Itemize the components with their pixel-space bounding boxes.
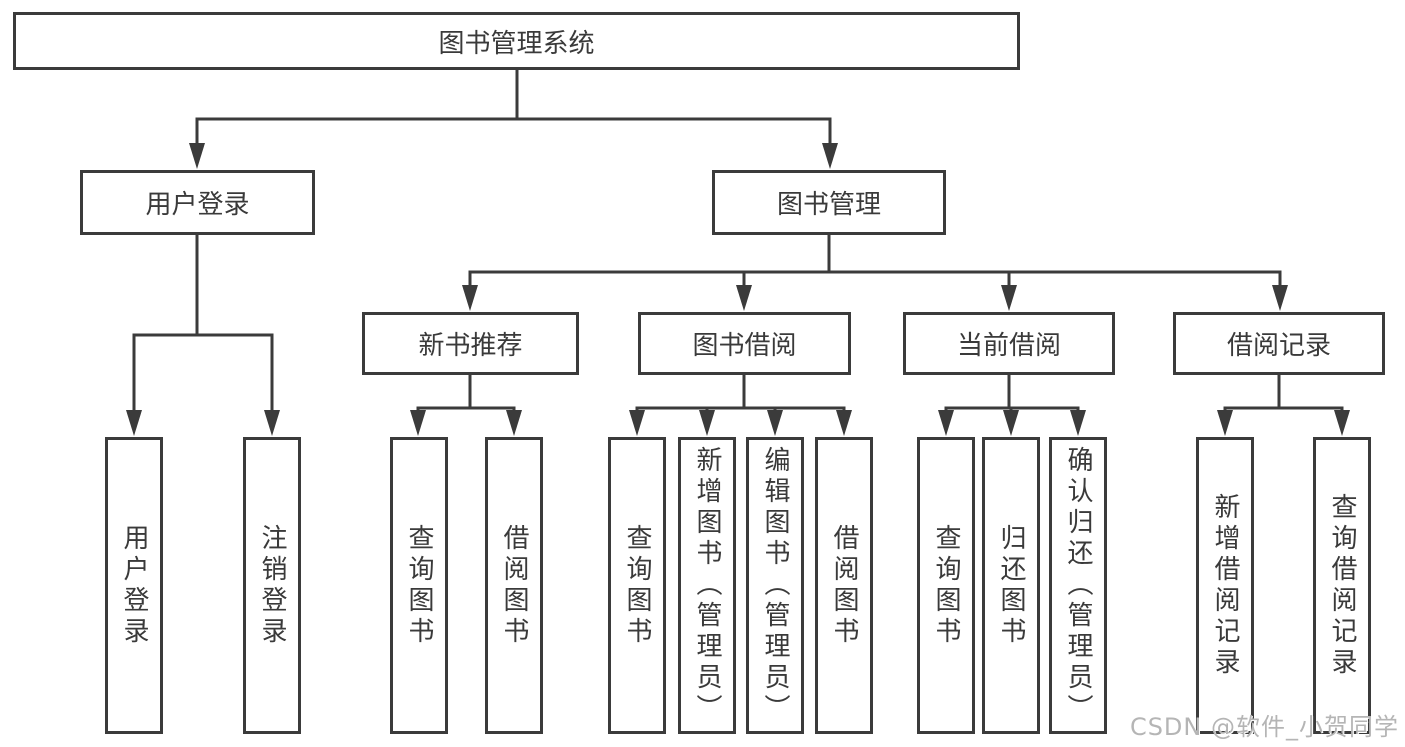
leaf-query-books-3: 查询图书 (917, 437, 975, 734)
node-book-borrow: 图书借阅 (638, 312, 851, 375)
arrowhead-return-books (1003, 410, 1019, 436)
leaf-add-books-admin: 新增图书（管理员） (678, 437, 736, 734)
leaf-borrow-books-1-label: 借阅图书 (499, 523, 529, 648)
node-new-book-recommend: 新书推荐 (362, 312, 579, 375)
arrowhead-user-login (189, 143, 205, 169)
arrowhead-book-borrow (736, 285, 752, 311)
node-book-management-label: 图书管理 (776, 190, 881, 220)
connector-book-borrow-children (635, 375, 846, 414)
arrowhead-borrow-records (1272, 285, 1288, 311)
leaf-confirm-return-admin-label: 确认归还（管理员） (1063, 446, 1093, 725)
arrowhead-add-borrow-record (1217, 410, 1233, 436)
node-root-label: 图书管理系统 (438, 28, 595, 59)
connector-borrow-records-children (1223, 375, 1344, 414)
leaf-confirm-return-admin: 确认归还（管理员） (1049, 437, 1107, 734)
arrowhead-borrow-books-1 (506, 410, 522, 436)
connector-root-to-level2 (195, 70, 832, 148)
node-borrow-records: 借阅记录 (1173, 312, 1385, 375)
leaf-query-borrow-record-label: 查询借阅记录 (1327, 492, 1357, 679)
leaf-query-books-3-label: 查询图书 (931, 523, 961, 648)
leaf-user-login-label: 用户登录 (119, 523, 149, 648)
arrowhead-book-management (822, 143, 838, 169)
csdn-watermark: CSDN @软件_小贺同学 (1129, 713, 1399, 741)
arrowhead-add-books (699, 410, 715, 436)
arrowhead-borrow-books-2 (836, 410, 852, 436)
connector-book-management-children (468, 233, 1282, 288)
arrowhead-leaf-logout (264, 410, 280, 436)
arrowhead-new-book-recommend (462, 285, 478, 311)
leaf-add-borrow-record-label: 新增借阅记录 (1210, 492, 1240, 679)
node-root: 图书管理系统 (13, 12, 1020, 70)
leaf-query-books-2-label: 查询图书 (622, 523, 652, 648)
leaf-borrow-books-1: 借阅图书 (485, 437, 543, 734)
leaf-return-books-label: 归还图书 (996, 523, 1026, 648)
connector-new-book-recommend-children (416, 375, 516, 414)
arrowhead-query-books-2 (629, 410, 645, 436)
node-user-login-label: 用户登录 (145, 190, 250, 220)
arrowhead-query-books-1 (410, 410, 426, 436)
arrowhead-edit-books (767, 410, 783, 436)
leaf-query-books-1-label: 查询图书 (404, 523, 434, 648)
leaf-edit-books-admin-label: 编辑图书（管理员） (760, 446, 790, 725)
leaf-edit-books-admin: 编辑图书（管理员） (746, 437, 804, 734)
leaf-add-books-admin-label: 新增图书（管理员） (692, 446, 722, 725)
leaf-return-books: 归还图书 (982, 437, 1040, 734)
node-book-management: 图书管理 (712, 170, 946, 235)
node-borrow-records-label: 借阅记录 (1226, 331, 1331, 361)
leaf-query-books-1: 查询图书 (390, 437, 448, 734)
leaf-logout: 注销登录 (243, 437, 301, 734)
leaf-query-books-2: 查询图书 (608, 437, 666, 734)
leaf-borrow-books-2-label: 借阅图书 (829, 523, 859, 648)
arrowhead-confirm-return (1070, 410, 1086, 436)
leaf-logout-label: 注销登录 (257, 523, 287, 648)
connector-user-login-children (132, 235, 274, 414)
leaf-add-borrow-record: 新增借阅记录 (1196, 437, 1254, 734)
leaf-user-login: 用户登录 (105, 437, 163, 734)
arrowhead-leaf-user-login (126, 410, 142, 436)
node-current-borrow-label: 当前借阅 (956, 331, 1061, 361)
arrowhead-query-books-3 (938, 410, 954, 436)
node-current-borrow: 当前借阅 (903, 312, 1115, 375)
leaf-query-borrow-record: 查询借阅记录 (1313, 437, 1371, 734)
arrowhead-query-borrow-record (1334, 410, 1350, 436)
connector-current-borrow-children (944, 375, 1080, 414)
leaf-borrow-books-2: 借阅图书 (815, 437, 873, 734)
arrowhead-current-borrow (1001, 285, 1017, 311)
node-user-login: 用户登录 (80, 170, 315, 235)
node-book-borrow-label: 图书借阅 (692, 331, 797, 361)
node-new-book-recommend-label: 新书推荐 (418, 331, 523, 361)
